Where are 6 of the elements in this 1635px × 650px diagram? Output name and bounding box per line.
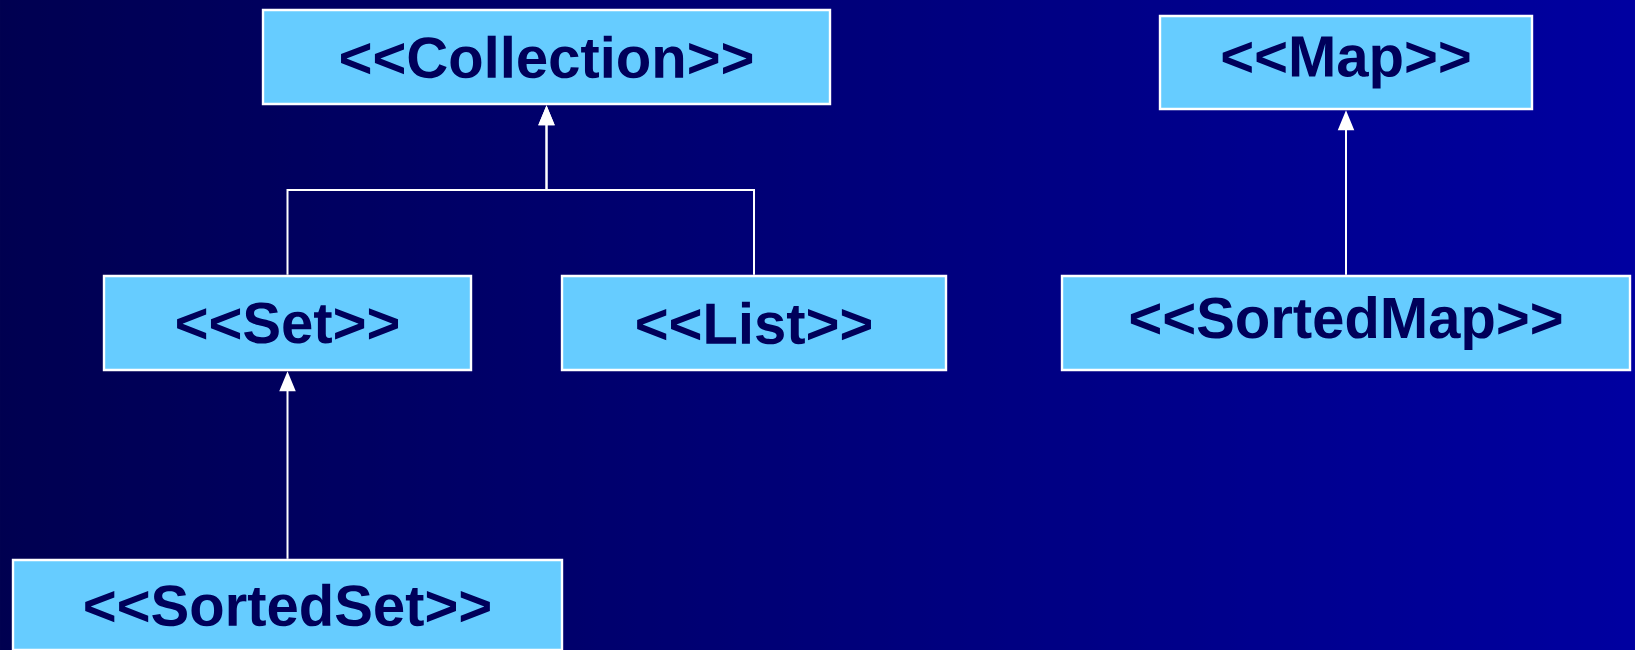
- interface-box: <<Collection>>: [261, 8, 832, 106]
- interface-box: <<Set>>: [102, 274, 473, 372]
- interface-box: <<SortedMap>>: [1060, 274, 1632, 372]
- interface-box: <<SortedSet>>: [11, 558, 564, 650]
- interface-box: <<List>>: [560, 274, 948, 372]
- interface-box: <<Map>>: [1158, 14, 1534, 111]
